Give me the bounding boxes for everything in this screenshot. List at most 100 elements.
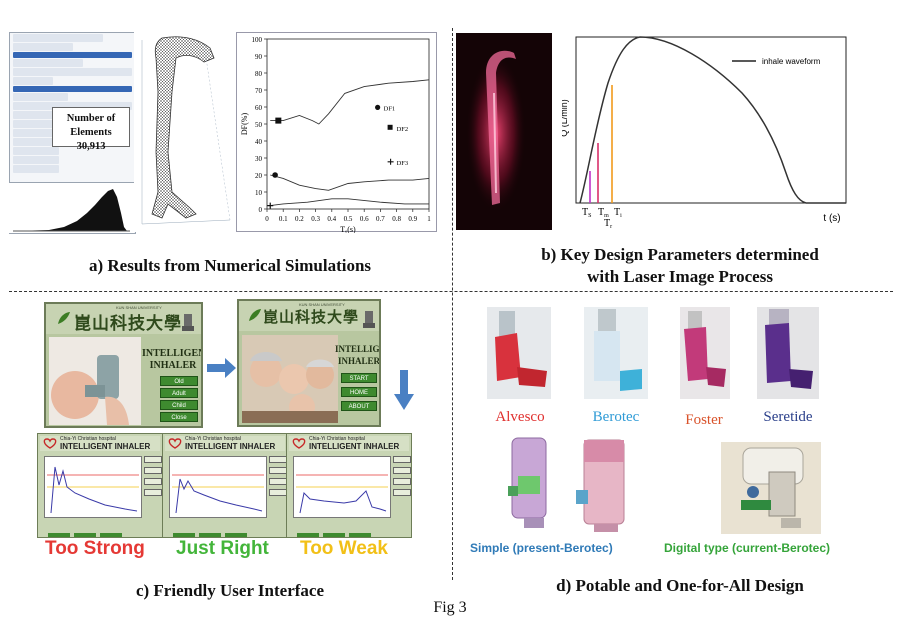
df-x-tick-label: 0.8 (392, 215, 401, 223)
flow-marker-label: TS (582, 207, 591, 219)
close-button[interactable]: Close (160, 412, 198, 422)
inhaler-device-icon (182, 314, 194, 331)
arrow-right-icon (207, 358, 236, 378)
leaf-logo-icon (58, 312, 70, 324)
flow-marker-label: Tr (604, 218, 612, 230)
mini-footer-buttons (48, 527, 152, 537)
df-legend-label: DF3 (397, 160, 409, 167)
df-y-tick-label: 30 (255, 155, 263, 163)
df-x-tick-label: 0.2 (295, 215, 304, 223)
horizontal-divider (9, 291, 893, 292)
df-x-tick-label: 0.1 (279, 215, 288, 223)
university-name-en: KUN SHAN UNIVERSITY (299, 302, 345, 307)
verdict-just-right: Just Right (176, 538, 269, 559)
foster-inhaler (680, 307, 730, 399)
caption-d: d) Potable and One-for-All Design (556, 576, 804, 595)
df-x-axis-label: Tₑ(s) (340, 225, 356, 233)
elements-value: 30,913 (76, 141, 106, 152)
digital-type-photo (721, 442, 821, 534)
hospital-name: Chia-Yi Christian hospital (60, 436, 116, 442)
hospital-logo-icon (168, 438, 182, 449)
mini-waveform (47, 466, 139, 514)
mini-screen-too-weak: Chia-Yi Christian hospital INTELLIGENT I… (286, 433, 412, 538)
df-y-tick-label: 70 (255, 87, 263, 95)
mesh-quality-histogram (9, 182, 134, 233)
df-legend-marker (387, 124, 393, 130)
df-y-tick-label: 90 (255, 53, 263, 61)
university-name-en: KUN SHAN UNIVERSITY (116, 305, 162, 310)
mini-plot (44, 456, 142, 518)
seretide-inhaler (757, 307, 819, 399)
df-y-tick-label: 10 (255, 189, 263, 197)
df-point-marker (272, 172, 278, 178)
simple-design-label: Simple (present-Berotec) (470, 541, 613, 555)
university-name: 崑山科技大學 (74, 314, 182, 334)
mini-side-panel (393, 456, 411, 516)
caption-c: c) Friendly User Interface (135, 581, 325, 600)
flow-marker-label: Tm (598, 207, 609, 219)
mini-screen-just-right: Chia-Yi Christian hospital INTELLIGENT I… (162, 433, 288, 538)
df-point-marker (267, 202, 274, 209)
mini-plot (169, 456, 267, 518)
df-y-tick-label: 80 (255, 70, 263, 78)
adult-button[interactable]: Adult (160, 388, 198, 398)
df-x-tick-label: 0 (265, 215, 269, 223)
flow-x-axis-label: t (s) (823, 213, 840, 224)
university-name: 崑山科技大學 (263, 308, 360, 326)
alvesco-label: Alvesco (495, 409, 545, 425)
flow-y-axis-label: Q (L/min) (562, 99, 569, 137)
about-button[interactable]: ABOUT (341, 401, 377, 411)
simple-design-models (508, 437, 625, 532)
mini-footer-buttons (297, 527, 401, 537)
verdict-too-weak: Too Weak (300, 538, 388, 559)
df-x-tick-label: 0.5 (344, 215, 353, 223)
flow-marker-label: Ti (614, 207, 622, 219)
df-y-tick-label: 60 (255, 104, 263, 112)
alvesco-photo (487, 307, 551, 399)
screen1-title: INTELLIGENT INHALER (142, 348, 201, 371)
foster-photo (680, 307, 730, 399)
figure-label: Fig 3 (433, 599, 467, 616)
start-button[interactable]: START (341, 373, 377, 383)
laser-image (456, 33, 552, 230)
seretide-label: Seretide (763, 409, 813, 425)
patient-photo (49, 337, 141, 425)
caption-b-line2: with Laser Image Process (587, 267, 773, 286)
mini-footer-buttons (173, 527, 277, 537)
alvesco-inhaler (487, 307, 551, 399)
df-series-line-2 (270, 174, 430, 191)
berotec-label: Berotec (592, 409, 640, 425)
df-legend-label: DF2 (397, 126, 409, 133)
old-button[interactable]: Old (160, 376, 198, 386)
hospital-name: Chia-Yi Christian hospital (185, 436, 241, 442)
df-series-line-3 (270, 198, 429, 207)
digital-design-label: Digital type (current-Berotec) (664, 541, 831, 555)
intelligent-inhaler-menu-screen: 崑山科技大學 KUN SHAN UNIVERSITY INTELLIGENT I… (237, 299, 381, 427)
df-y-tick-label: 0 (259, 206, 263, 214)
child-button[interactable]: Child (160, 400, 198, 410)
df-x-tick-label: 0.6 (360, 215, 369, 223)
inhale-waveform-curve (579, 36, 846, 204)
arrow-down-icon (394, 370, 414, 410)
flow-plot-frame (575, 36, 847, 204)
mini-side-panel (144, 456, 162, 516)
df-series-line-1 (270, 79, 430, 125)
df-point-marker (275, 117, 282, 124)
caption-a: a) Results from Numerical Simulations (88, 256, 372, 275)
df-y-axis-label: DF(%) (240, 113, 249, 136)
home-button[interactable]: HOME (341, 387, 377, 397)
leaf-logo-icon (249, 309, 261, 321)
mini-waveform (172, 474, 264, 514)
df-legend-label: DF1 (384, 105, 396, 112)
df-legend-marker (375, 104, 381, 110)
laser-graphic (456, 33, 552, 230)
mini-title: INTELLIGENT INHALER (185, 442, 276, 451)
df-x-tick-label: 0.7 (376, 215, 385, 223)
verdict-too-strong: Too Strong (45, 538, 145, 559)
foster-label: Foster (685, 412, 723, 428)
mini-plot (293, 456, 391, 518)
digital-inhaler (721, 442, 821, 534)
